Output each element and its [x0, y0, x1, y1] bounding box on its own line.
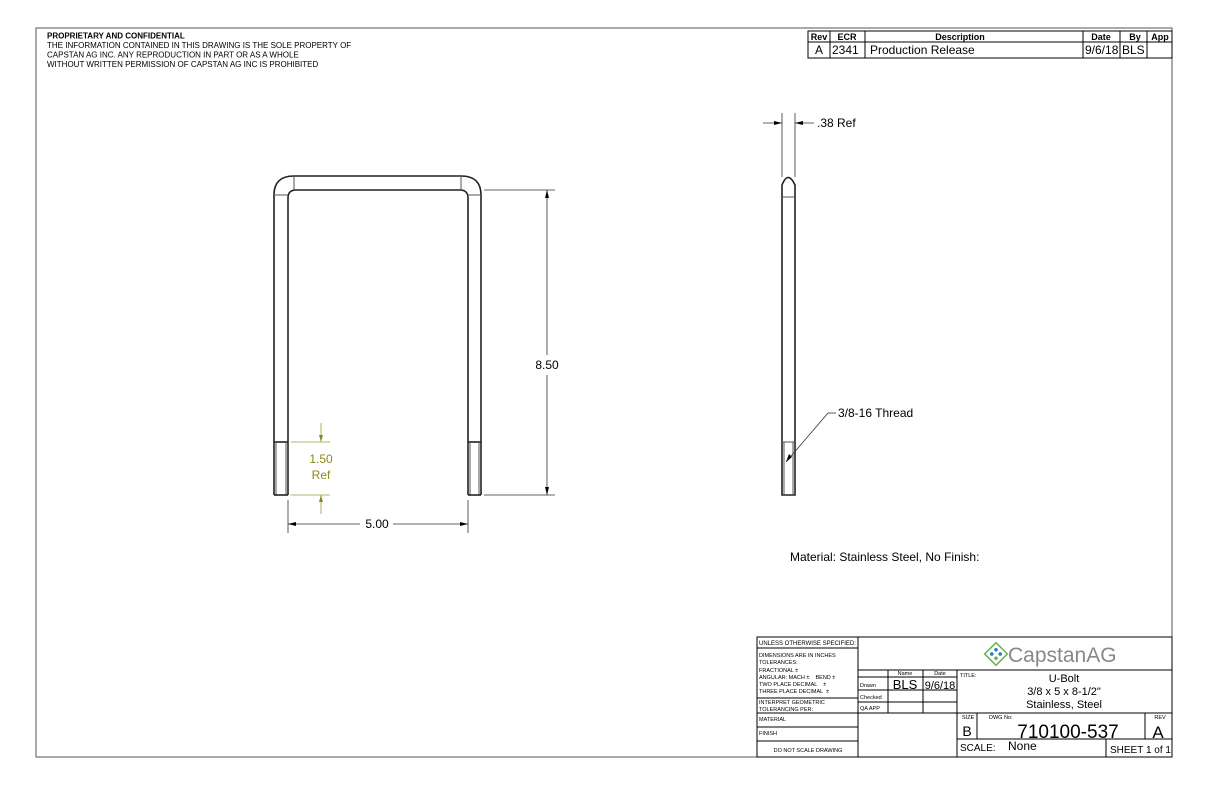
qa-label: QA APP [860, 706, 880, 712]
interpret-line: TOLERANCING PER: [759, 707, 813, 713]
tolerance-line: THREE PLACE DECIMAL ± [759, 689, 829, 695]
tolerance-line: ANGULAR: MACH ± BEND ± [759, 675, 835, 681]
scale-label: SCALE: [960, 743, 996, 754]
company-name: CapstanAG [1008, 644, 1117, 667]
size-value: B [962, 723, 971, 739]
unless-specified: UNLESS OTHERWISE SPECIFIED: [759, 641, 856, 647]
dwg-label: DWG No: [989, 715, 1013, 721]
by-header: By [1129, 32, 1141, 42]
checked-label: Checked [860, 695, 882, 701]
width-dimension: 5.00 [287, 500, 469, 533]
tolerance-line: TWO PLACE DECIMAL ± [759, 682, 826, 688]
sheet-border [35, 27, 1173, 758]
height-dimension: 8.50 [484, 189, 559, 496]
u-bolt-front-view [273, 175, 482, 496]
rev-label: REV [1154, 715, 1166, 721]
thread-length-label: 1.50 [309, 452, 333, 466]
material-note: Material: Stainless Steel, No Finish: [790, 550, 979, 564]
capstan-logo: CapstanAG [983, 641, 1117, 667]
revision-table: Rev ECR Description Date By App A 2341 P… [807, 30, 1173, 59]
sheet-number: SHEET 1 of 1 [1110, 745, 1171, 756]
rev-value: A [1152, 723, 1164, 742]
drawing-number: 710100-537 [1017, 722, 1118, 743]
thread-length-suffix: Ref [312, 468, 331, 482]
title-line: U-Bolt [1049, 673, 1080, 685]
by-cell: BLS [1122, 43, 1145, 57]
title-line: 3/8 x 5 x 8-1/2" [1027, 686, 1101, 698]
drawn-name: BLS [893, 677, 918, 692]
app-header: App [1151, 32, 1169, 42]
height-label: 8.50 [535, 358, 559, 372]
description-header: Description [935, 32, 985, 42]
ecr-header: ECR [837, 32, 857, 42]
rev-header: Rev [811, 32, 828, 42]
ecr-cell: 2341 [832, 43, 859, 57]
title-block: UNLESS OTHERWISE SPECIFIED: DIMENSIONS A… [756, 636, 1173, 758]
notice-heading: PROPRIETARY AND CONFIDENTIAL [47, 32, 185, 41]
drawn-label: Drawn [860, 683, 876, 689]
scale-value: None [1008, 739, 1037, 753]
date-header: Date [1091, 32, 1111, 42]
width-label: 5.00 [365, 517, 389, 531]
thread-callout: 3/8-16 Thread [838, 406, 913, 420]
name-label: Name [898, 671, 913, 677]
material-label: MATERIAL [759, 717, 786, 723]
notice-line: WITHOUT WRITTEN PERMISSION OF CAPSTAN AG… [47, 60, 319, 69]
notice-line: THE INFORMATION CONTAINED IN THIS DRAWIN… [47, 41, 351, 50]
confidential-notice: PROPRIETARY AND CONFIDENTIAL THE INFORMA… [47, 32, 351, 70]
interpret-line: INTERPRET GEOMETRIC [759, 700, 825, 706]
finish-label: FINISH [759, 731, 777, 737]
notice-line: CAPSTAN AG INC. ANY REPRODUCTION IN PART… [47, 51, 299, 60]
thread-length-dimension: 1.50 Ref [291, 423, 333, 514]
size-label: SIZE [962, 715, 975, 721]
u-bolt-side-view: .38 Ref 3/8-16 Thread [763, 113, 913, 496]
logo-diamond-icon [983, 641, 1009, 667]
do-not-scale-note: DO NOT SCALE DRAWING [774, 748, 843, 754]
tolerance-line: DIMENSIONS ARE IN INCHES [759, 653, 836, 659]
tolerance-line: FRACTIONAL ± [759, 668, 798, 674]
rev-cell: A [815, 43, 823, 57]
tolerance-line: TOLERANCES: [759, 660, 798, 666]
title-line: Stainless, Steel [1026, 699, 1102, 711]
description-cell: Production Release [870, 43, 975, 57]
title-label: TITLE: [960, 673, 977, 679]
drawn-date: 9/6/18 [925, 680, 956, 692]
date-cell: 9/6/18 [1085, 43, 1119, 57]
diameter-label: .38 Ref [817, 116, 856, 130]
date-label: Date [934, 671, 946, 677]
